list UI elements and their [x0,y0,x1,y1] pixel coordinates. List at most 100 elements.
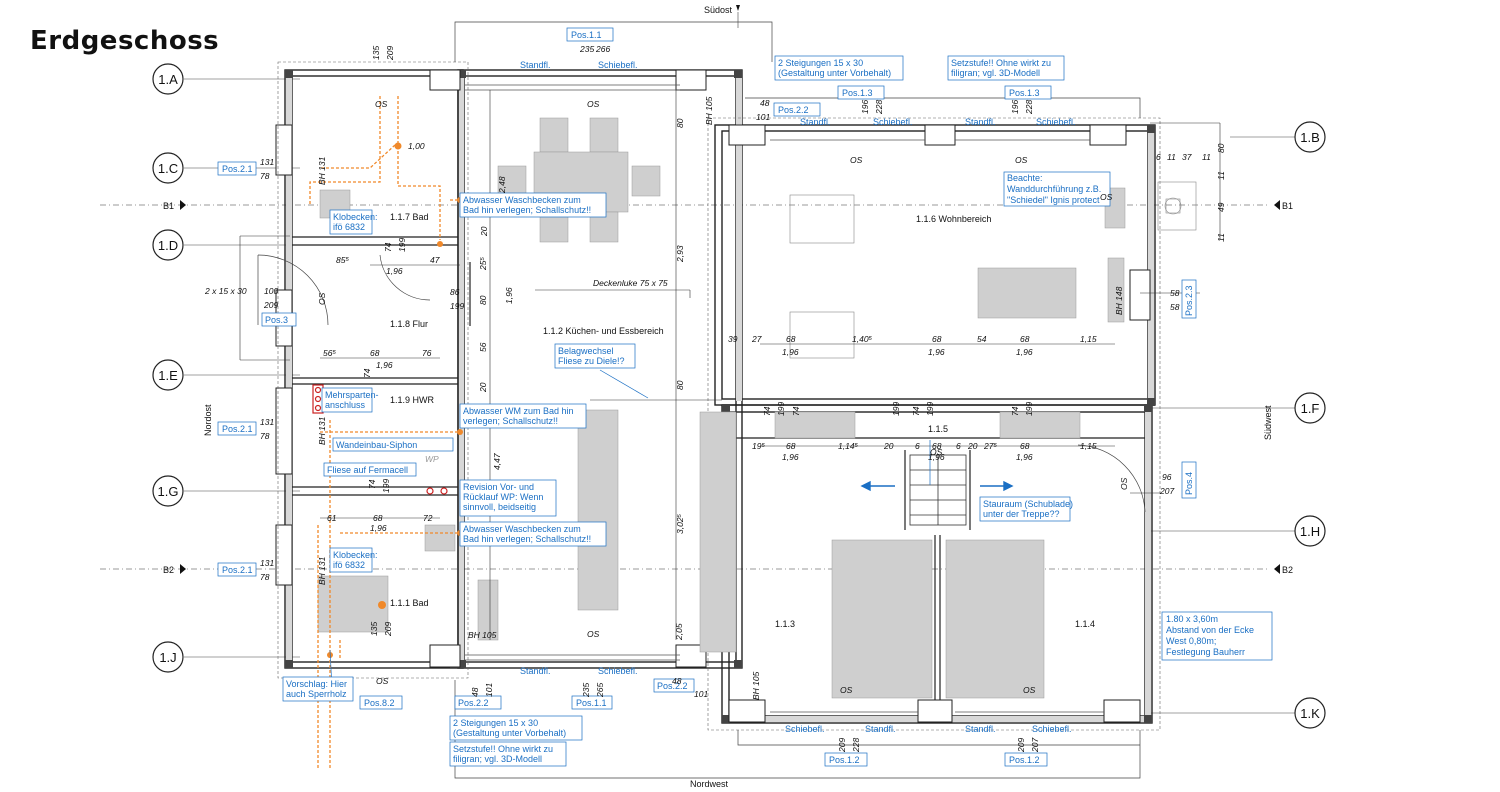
dim-text: 68 [370,348,380,358]
dim-text: 80 [478,295,488,305]
grid-axis-label: 1.J [159,650,176,665]
dim-text: 54 [977,334,987,344]
dim-text: 199 [381,479,391,493]
dim-text: 74 [1010,406,1020,416]
pos-tag: Pos.1.1 [571,30,602,40]
dim-text: 1,40⁵ [852,334,873,344]
note-text: Belagwechsel [558,346,614,356]
pos-tag: Pos.1.3 [1009,88,1040,98]
plan-title: Erdgeschoss [30,26,220,56]
dim-text: 74 [791,406,801,416]
dim-text: 48 [672,676,682,686]
dim-text: OS [1023,685,1036,695]
pos-tag: Pos.2.1 [222,565,253,575]
note-text: 1.80 x 3,60m [1166,614,1218,624]
dim-text: 58 [1170,302,1180,312]
dim-text: 101 [756,112,770,122]
dim-text: 1,96 [1016,452,1033,462]
dim-text: BH 105 [468,630,497,640]
dim-text: 39 [728,334,738,344]
dim-text: 25⁵ [478,257,488,271]
pos-tag: Pos.4 [1184,472,1194,495]
section-b2-left: B2 [163,565,174,575]
room-label: 1.1.2 Küchen- und Essbereich [543,326,664,336]
dim-text: 78 [260,171,270,181]
note-text: Setzstufe!! Ohne wirkt zu [951,58,1051,68]
window-label: Schiebefl. [1032,724,1072,734]
room-label: 1.1.1 Bad [390,598,429,608]
dim-text: 58 [1170,288,1180,298]
pos-tag: Pos.2.2 [458,698,489,708]
dim-text: 56⁵ [323,348,336,358]
dim-text: 74 [911,406,921,416]
dim-text: 68 [932,334,942,344]
dim-text: 68 [1020,334,1030,344]
pos-tag: Pos.2.1 [222,424,253,434]
dim-text: 74 [367,479,377,489]
dim-text: 1,00 [408,141,425,151]
grid-axis-label: 1.F [1301,401,1320,416]
section-b2-right: B2 [1282,565,1293,575]
dim-text: 2,93 [675,245,685,263]
note-text: Rücklauf WP: Wenn [463,492,543,502]
window-label: Standfl. [520,666,551,676]
section-marker-b1-right [1274,200,1280,210]
window-label: Standfl. [800,117,831,127]
dim-text: 135 [371,46,381,60]
dim-text: 48 [470,687,480,697]
dim-text: 196 [860,100,870,114]
dim-text: 1,15 [1080,334,1097,344]
section-marker-b2-left [180,564,186,574]
dim-text: 49 [1216,202,1226,212]
note-text: Wanddurchführung z.B. [1007,184,1101,194]
room-label: 1.1.9 HWR [390,395,435,405]
note-text: filigran; vgl. 3D-Modell [453,754,542,764]
note-text: sinnvoll, beidseitig [463,502,536,512]
dim-text: BH 105 [704,96,714,125]
room-label: 1.1.7 Bad [390,212,429,222]
compass-right: Südwest [1263,405,1273,440]
note-text: Festlegung Bauherr [1166,647,1245,657]
dim-text: 131 [260,157,274,167]
dim-text: 199 [397,238,407,252]
grid-axis-label: 1.H [1300,524,1320,539]
dim-text: 207 [1030,738,1040,753]
dim-text: 228 [851,738,861,753]
grid-axis-label: 1.A [158,72,178,87]
note-text: Fliese zu Diele!? [558,356,625,366]
north-arrow-top [736,5,740,11]
dim-text: BH 105 [751,671,761,700]
dim-text: 101 [484,683,494,697]
dim-text: 78 [260,431,270,441]
dim-text: BH 131 [317,416,327,445]
dim-text: BH 131 [317,556,327,585]
dim-text: 4,47 [492,453,502,470]
dim-text: 6 [1156,152,1161,162]
dim-text: 68 [932,441,942,451]
section-marker-b1-left [180,200,186,210]
dim-text: 1,96 [928,347,945,357]
dim-text: 68 [786,334,796,344]
dim-text: 68 [373,513,383,523]
note-text: Setzstufe!! Ohne wirkt zu [453,744,553,754]
note-text: "Schiedel" Ignis protect [1007,195,1100,205]
pos-tag: Pos.1.2 [1009,755,1040,765]
room-label: 1.1.3 [775,619,795,629]
room-label: 1.1.5 [928,424,948,434]
grid-axis-label: 1.C [158,161,178,176]
note-text: 2 Steigungen 15 x 30 [453,718,538,728]
window-label: Standfl. [965,117,996,127]
dim-text: 20 [478,382,488,393]
pos-tag: Pos.1.3 [842,88,873,98]
dim-text: 2,48 [497,176,507,194]
dim-text: 209 [263,300,278,310]
section-b1-left: B1 [163,201,174,211]
dim-text: 228 [1024,100,1034,115]
note-text: Abwasser Waschbecken zum [463,195,581,205]
dim-text: 1,96 [504,287,514,304]
pos-tag: Pos.1.2 [829,755,860,765]
note-text: Vorschlag: Hier [286,679,347,689]
dim-text: OS [376,676,389,686]
window-label: Schiebefl. [1036,117,1076,127]
pos-tag: Pos.8.2 [364,698,395,708]
